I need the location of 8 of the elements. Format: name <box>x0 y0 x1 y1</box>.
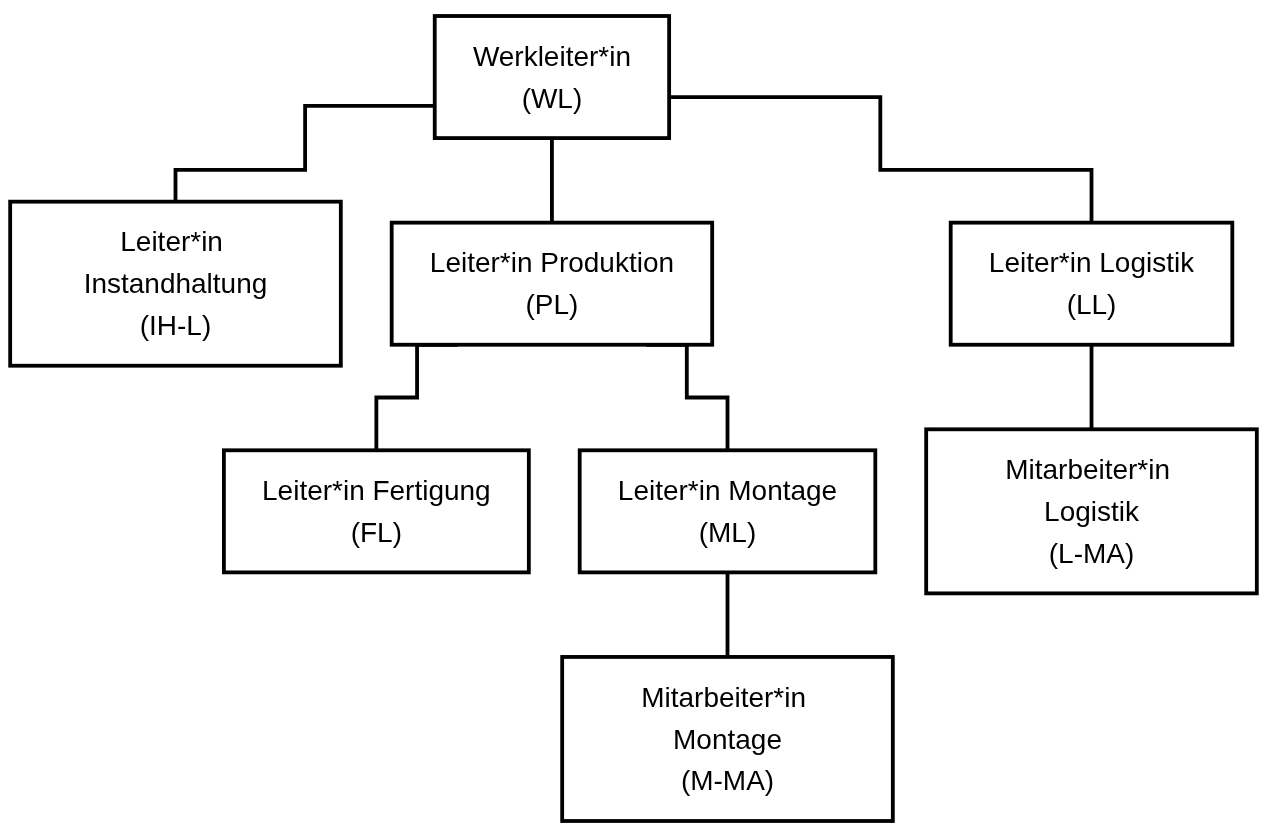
node-box: Mitarbeiter*in Logistik (L-MA) <box>924 427 1259 596</box>
node-box: Mitarbeiter*in Montage (M-MA) <box>560 655 895 823</box>
node-box: Leiter*in Produktion (PL) <box>389 220 715 347</box>
node-box: Werkleiter*in (WL) <box>432 14 672 140</box>
node-box: Leiter*in Fertigung (FL) <box>222 448 531 575</box>
node-box: Leiter*in Montage (ML) <box>577 448 878 575</box>
node-box: Leiter*in Logistik (LL) <box>948 220 1235 347</box>
node-box: Leiter*in Instandhaltung (IH-L) <box>8 199 343 368</box>
